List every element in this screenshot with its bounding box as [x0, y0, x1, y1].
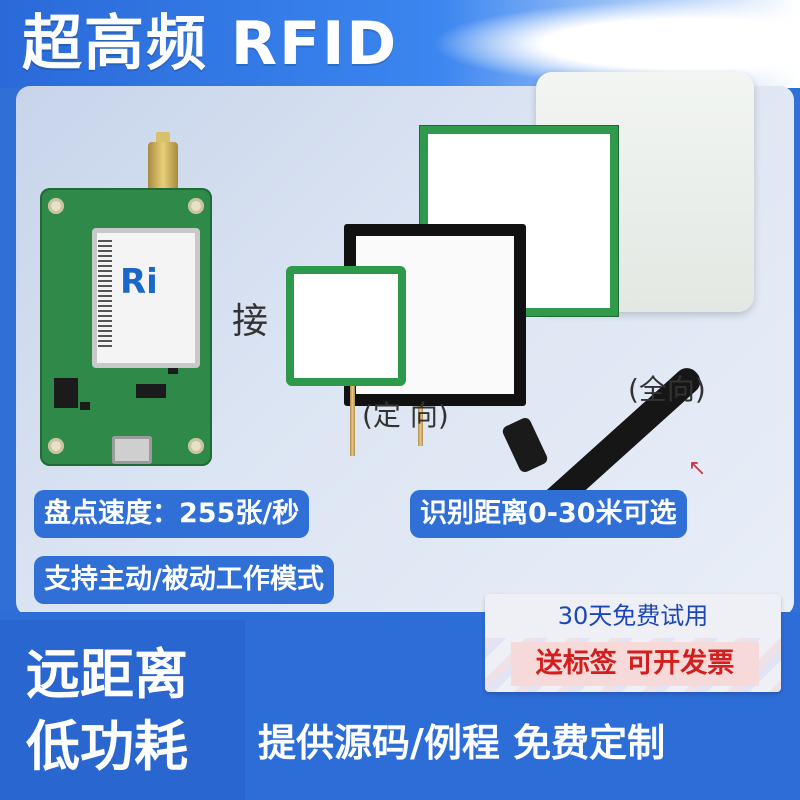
mount-hole — [48, 198, 64, 214]
omni-label: (全向) — [628, 373, 706, 406]
slogan-low-power: 低功耗 — [26, 715, 188, 778]
slogan-panel — [0, 620, 245, 800]
directional-label: (定 向) — [362, 399, 449, 432]
services-text: 提供源码/例程 免费定制 — [258, 721, 666, 765]
usb-port — [112, 436, 152, 464]
antenna-pin — [418, 394, 423, 446]
pcb-component — [136, 384, 166, 398]
trial-text: 30天免费试用 — [485, 594, 781, 638]
chip-barcode — [98, 240, 112, 350]
pcb-component — [54, 378, 78, 408]
connect-label: 接 — [232, 301, 269, 342]
pcb-component — [80, 402, 90, 410]
gift-text: 送标签 可开发票 — [511, 642, 759, 686]
pcb-component — [168, 366, 178, 374]
chip-logo: Ri — [120, 262, 158, 302]
promo-card[interactable]: 30天免费试用 送标签 可开发票 — [485, 594, 781, 692]
page-title: 超高频 RFID — [22, 9, 399, 79]
speed-badge: 盘点速度：255张/秒 — [34, 490, 310, 538]
mount-hole — [188, 438, 204, 454]
small-panel-antenna — [286, 266, 406, 386]
mount-hole — [48, 438, 64, 454]
mode-badge: 支持主动/被动工作模式 — [34, 556, 334, 604]
slogan-long-range: 远距离 — [26, 643, 188, 706]
arrow-icon: ↖ — [688, 456, 707, 481]
antenna-pin — [350, 386, 355, 456]
range-badge: 识别距离0-30米可选 — [410, 490, 687, 538]
mount-hole — [188, 198, 204, 214]
